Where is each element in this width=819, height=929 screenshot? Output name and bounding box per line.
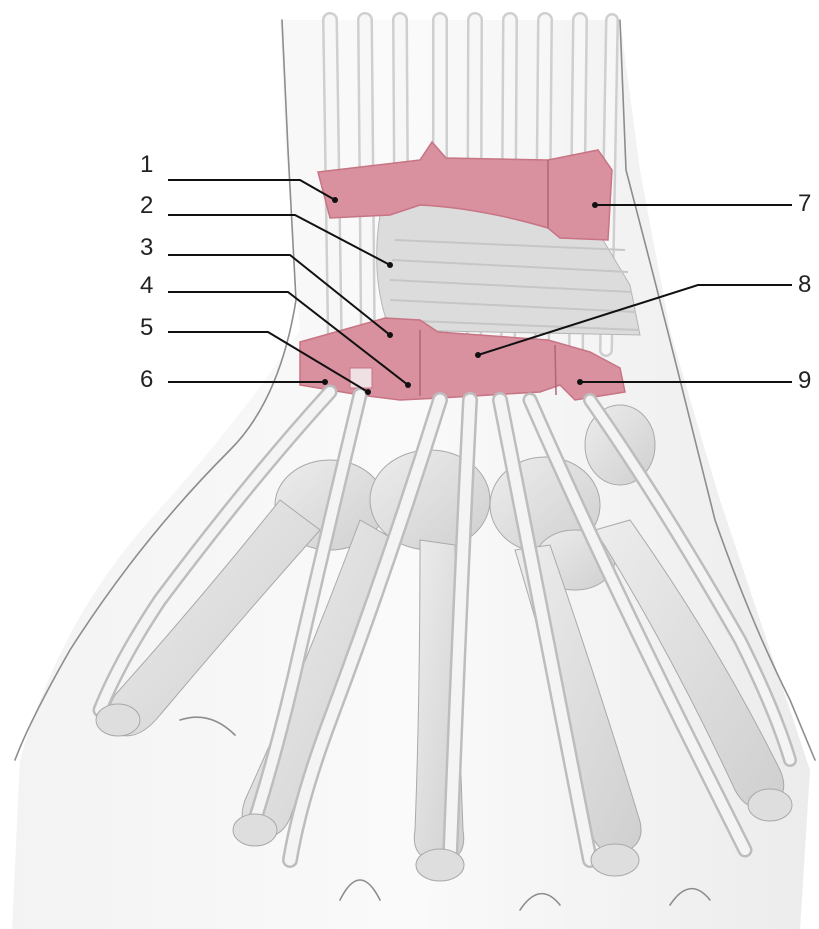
- label-9: 9: [798, 367, 811, 394]
- label-3: 3: [140, 234, 153, 261]
- label-4: 4: [140, 272, 153, 299]
- label-5: 5: [140, 314, 153, 341]
- label-8: 8: [798, 271, 811, 298]
- label-7: 7: [798, 190, 811, 217]
- label-6: 6: [140, 366, 153, 393]
- label-2: 2: [140, 192, 153, 219]
- label-1: 1: [140, 151, 153, 178]
